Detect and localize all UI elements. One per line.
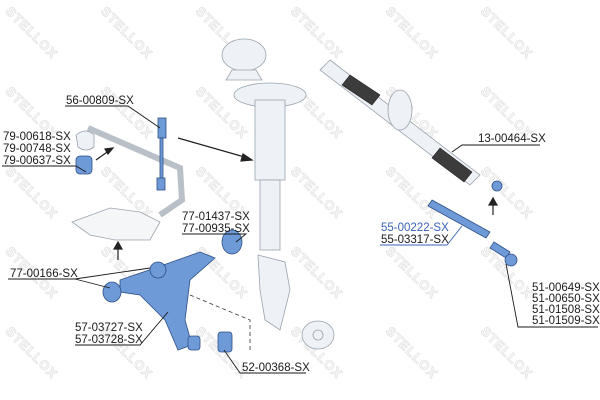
- label-control-arm-1[interactable]: 57-03727-SX: [75, 322, 143, 334]
- watermark-text: STELLOX: [383, 4, 441, 62]
- watermark-text: STELLOX: [3, 4, 61, 62]
- watermark-text: STELLOX: [383, 164, 441, 222]
- label-stabilizer-bushing-3[interactable]: 79-00637-SX: [3, 155, 71, 167]
- label-tie-rod-end-2[interactable]: 51-00650-SX: [532, 293, 600, 305]
- label-control-arm-2[interactable]: 57-03728-SX: [75, 334, 143, 346]
- watermark-text: STELLOX: [3, 164, 61, 222]
- watermark-text: STELLOX: [288, 164, 346, 222]
- tie-rod-part: [427, 199, 491, 239]
- label-tie-rod-1[interactable]: 55-00222-SX: [381, 222, 449, 234]
- subframe-part: [71, 207, 161, 241]
- strut-assembly: [221, 38, 335, 350]
- label-tie-rod-end-4[interactable]: 51-01509-SX: [532, 315, 600, 327]
- watermark-text: STELLOX: [288, 244, 346, 302]
- assembly-arrows: [95, 137, 499, 260]
- label-stabilizer-bushing-2[interactable]: 79-00748-SX: [3, 143, 71, 155]
- label-arm-rear-bushing-1[interactable]: 77-01437-SX: [182, 211, 250, 223]
- label-ball-joint[interactable]: 52-00368-SX: [242, 362, 310, 374]
- label-tie-rod-end-1[interactable]: 51-00649-SX: [532, 282, 600, 294]
- stabilizer-bar-part: [86, 125, 186, 218]
- leader-lines: [2, 105, 598, 374]
- watermark-text: STELLOX: [383, 324, 441, 382]
- label-arm-front-bushing[interactable]: 77-00166-SX: [10, 268, 78, 280]
- stabilizer-link-part: [156, 117, 167, 191]
- watermark-text: STELLOX: [478, 4, 536, 62]
- stabilizer-bushing-part: [75, 130, 95, 175]
- label-arm-rear-bushing-2[interactable]: 77-00935-SX: [182, 223, 250, 235]
- label-tie-rod-end-3[interactable]: 51-01508-SX: [532, 304, 600, 316]
- dashed-assembly-line: [189, 294, 251, 350]
- tie-rod-end-part: [489, 241, 518, 267]
- part-labels: 56-00809-SX 79-00618-SX 79-00748-SX 79-0…: [3, 95, 600, 374]
- watermark-text: STELLOX: [288, 4, 346, 62]
- label-stabilizer-bushing-1[interactable]: 79-00618-SX: [3, 131, 71, 143]
- watermark-text: STELLOX: [98, 4, 156, 62]
- label-steering-rack[interactable]: 13-00464-SX: [478, 133, 546, 145]
- watermark-text: STELLOX: [478, 324, 536, 382]
- steering-rack-part: [319, 59, 503, 192]
- label-tie-rod-2[interactable]: 55-03317-SX: [381, 234, 449, 246]
- watermark-text: STELLOX: [98, 84, 156, 142]
- watermark-text: STELLOX: [3, 324, 61, 382]
- watermark-text: STELLOX: [383, 244, 441, 302]
- watermark-text: STELLOX: [478, 164, 536, 222]
- label-stabilizer-link[interactable]: 56-00809-SX: [66, 95, 134, 107]
